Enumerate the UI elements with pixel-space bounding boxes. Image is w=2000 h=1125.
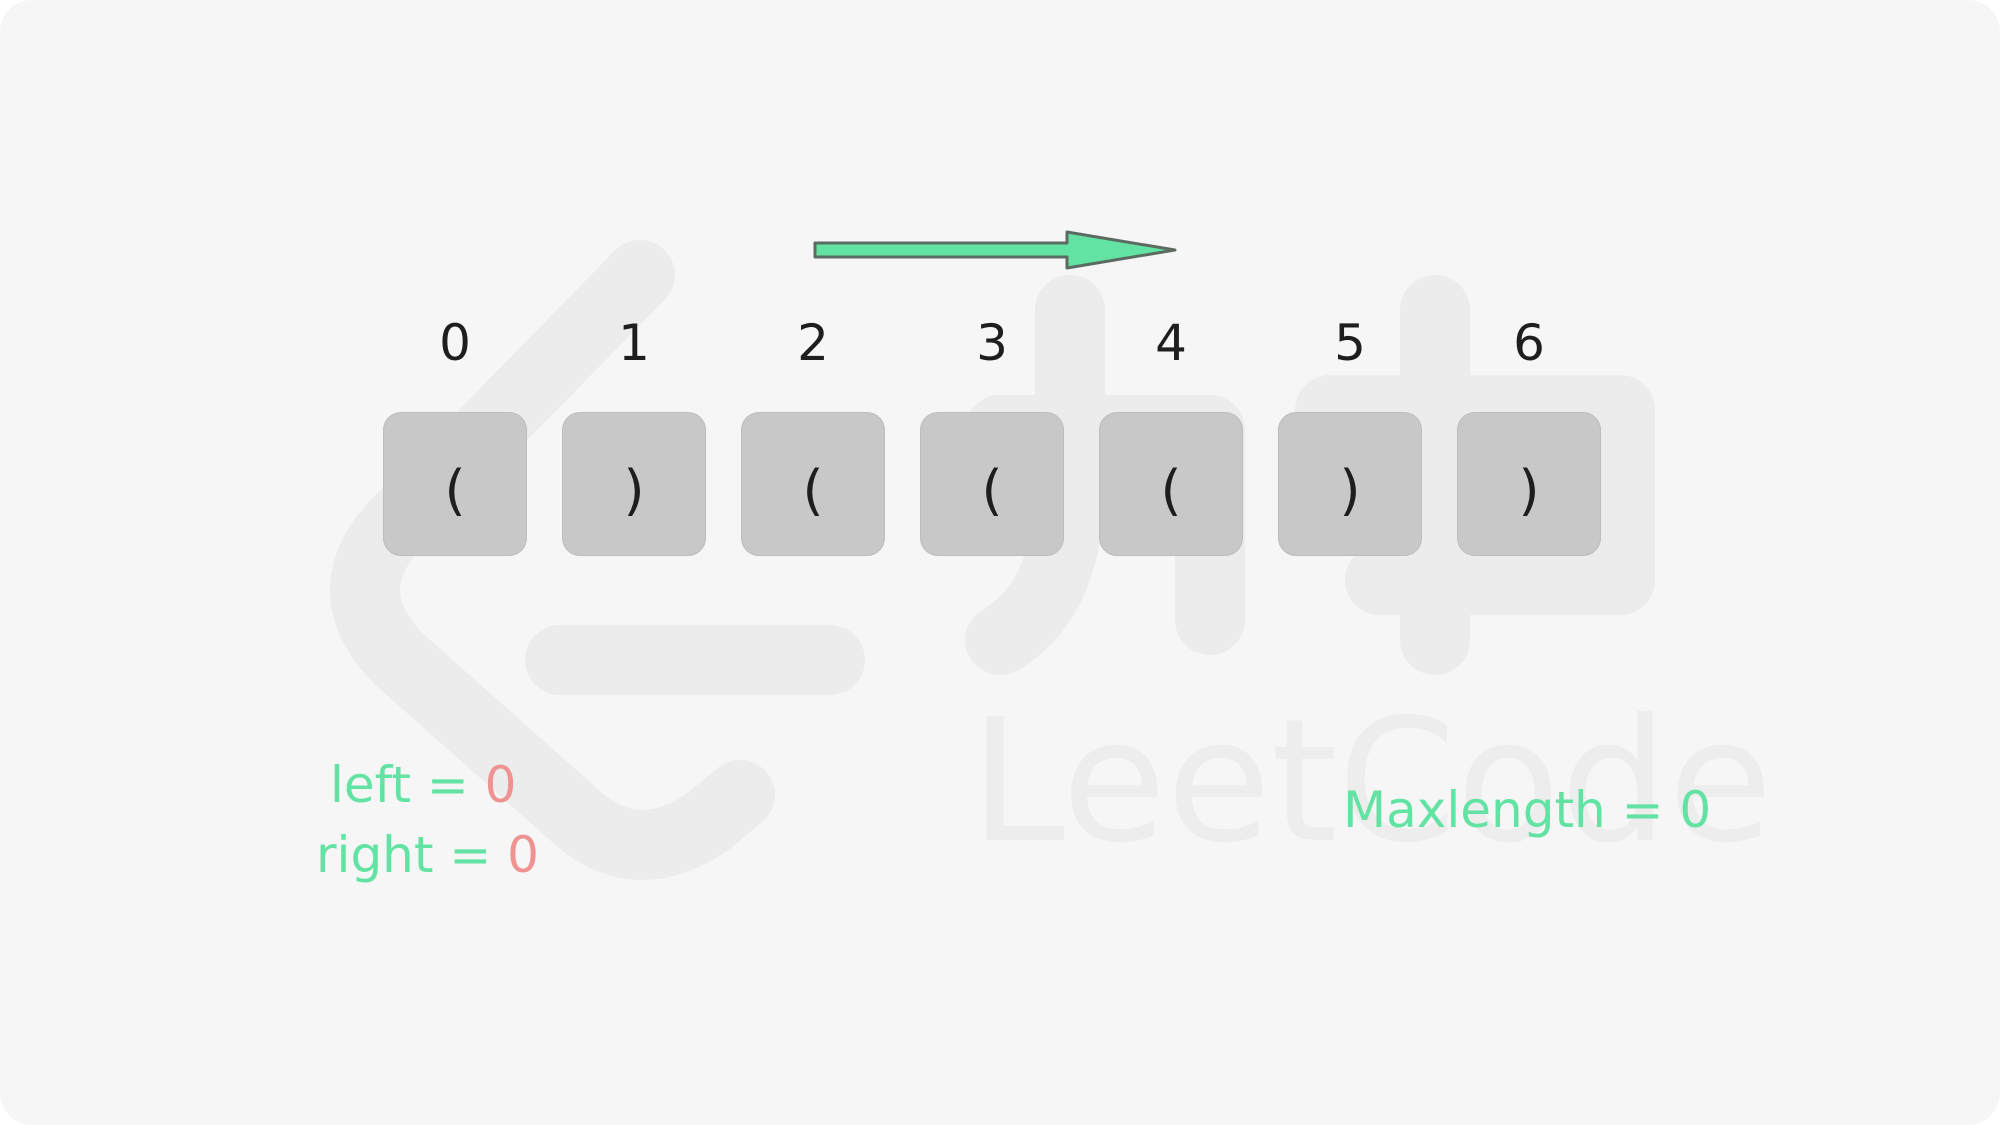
cell-box: ) — [1457, 412, 1601, 556]
arrow-right-icon — [813, 230, 1177, 270]
cell-box: ( — [383, 412, 527, 556]
maxlength-label: Maxlength = 0 — [1343, 781, 1712, 839]
index-label: 1 — [618, 314, 650, 372]
cell-box: ) — [1278, 412, 1422, 556]
left-value: 0 — [484, 756, 517, 814]
cell-char: ) — [623, 458, 645, 522]
index-label: 5 — [1334, 314, 1366, 372]
cell-char: ( — [802, 458, 824, 522]
cell-char: ( — [1160, 458, 1182, 522]
index-label: 6 — [1513, 314, 1545, 372]
cell-box: ( — [741, 412, 885, 556]
index-label: 0 — [439, 314, 471, 372]
cell-char: ) — [1339, 458, 1361, 522]
cell-char: ) — [1518, 458, 1540, 522]
cell-box: ( — [920, 412, 1064, 556]
index-label: 2 — [797, 314, 829, 372]
cell-char: ( — [981, 458, 1003, 522]
cell-box: ( — [1099, 412, 1243, 556]
cell-box: ) — [562, 412, 706, 556]
left-pointer-label: left = 0 — [330, 755, 516, 815]
index-label: 3 — [976, 314, 1008, 372]
right-pointer-label: right = 0 — [316, 825, 539, 885]
index-label: 4 — [1155, 314, 1187, 372]
right-label-text: right = — [316, 826, 508, 884]
left-label-text: left = — [330, 756, 485, 814]
cell-char: ( — [444, 458, 466, 522]
right-value: 0 — [507, 826, 539, 884]
